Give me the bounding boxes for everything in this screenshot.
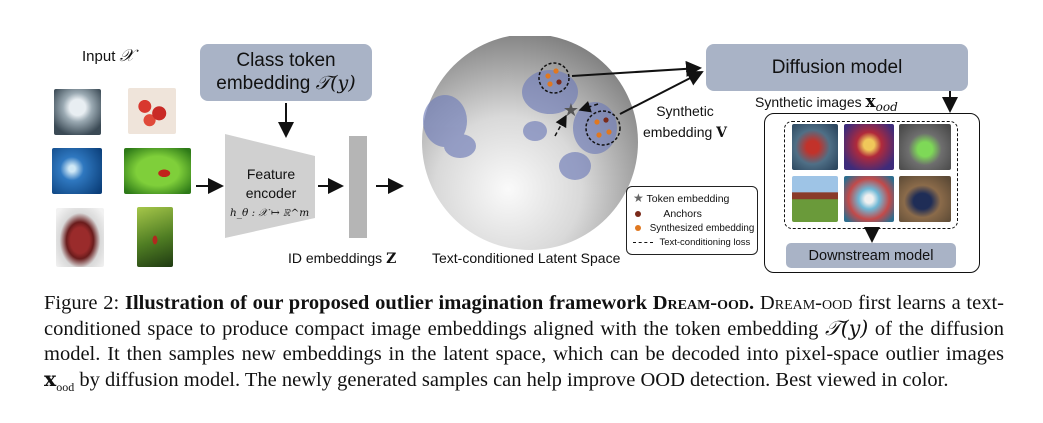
input-image-jellyfish-2 xyxy=(52,148,102,194)
legend-loss-label: Text-conditioning loss xyxy=(659,237,751,248)
legend-item-synthesized: Synthesized embedding xyxy=(635,223,754,234)
synthetic-image-3 xyxy=(899,124,951,170)
legend-item-loss: Text-conditioning loss xyxy=(633,237,750,248)
synthetic-images-label: Synthetic images xood xyxy=(755,92,898,114)
feature-encoder-label: Feature encoder xyxy=(236,165,306,203)
caption-symbol-x-sub: ood xyxy=(56,380,75,395)
synthetic-image-5 xyxy=(844,176,894,222)
legend-synthesized-label: Synthesized embedding xyxy=(649,223,755,234)
arrow-ring2-to-diffusion xyxy=(619,71,704,115)
downstream-model-label: Downstream model xyxy=(808,247,934,264)
synthetic-images-text: Synthetic images xyxy=(755,94,862,110)
synthetic-embedding-line2: embedding xyxy=(643,124,713,140)
synthetic-images-grid xyxy=(784,121,958,229)
synth-ring-2 xyxy=(585,110,621,146)
feature-encoder-formula: h_θ : 𝒳 ↦ ℝ^m xyxy=(230,207,310,219)
sphere-body xyxy=(422,36,638,250)
id-embeddings-text: ID embeddings xyxy=(288,250,383,266)
input-image-ladybug-stem xyxy=(137,207,173,267)
synthetic-embedding-label: Synthetic embedding V xyxy=(643,101,727,144)
feature-encoder-shape xyxy=(225,134,315,238)
caption-text-2: of the diffusion model. It then samples … xyxy=(44,318,1004,365)
caption-text-1: first learns a text-conditioned space to… xyxy=(44,292,1005,340)
input-label-text: Input xyxy=(82,48,116,65)
diffusion-arrows xyxy=(571,60,958,243)
feature-encoder-trapezoid xyxy=(225,134,315,238)
latent-space-label: Text-conditioned Latent Space xyxy=(432,250,621,266)
synthetic-image-1 xyxy=(792,124,838,170)
token-embedding-star: ★ xyxy=(563,100,579,120)
diffusion-model-box: Diffusion model xyxy=(706,44,968,91)
input-image-ladybug-leaf xyxy=(124,148,191,194)
synthesized-points xyxy=(545,68,612,138)
synthetic-images-subscript: ood xyxy=(875,99,898,114)
feature-encoder-line2: encoder xyxy=(245,185,297,201)
id-embeddings-symbol: Z xyxy=(386,251,397,267)
synthetic-images-symbol: x xyxy=(865,92,876,112)
caption-method-name: Dream-ood. xyxy=(652,292,755,314)
latent-space-sphere: ★ xyxy=(422,36,638,250)
pipeline-arrows xyxy=(196,103,404,194)
caption-prefix: Figure 2: xyxy=(44,292,125,314)
input-image-jellyfish-1 xyxy=(54,89,101,135)
legend-item-anchors: Anchors xyxy=(635,208,702,220)
caption-title: Illustration of our proposed outlier ima… xyxy=(125,292,754,314)
synthetic-image-2 xyxy=(844,124,894,170)
input-image-strawberry-bw xyxy=(56,208,104,267)
legend-token-label: Token embedding xyxy=(646,193,730,205)
synthetic-images-panel xyxy=(764,113,980,273)
id-embeddings-label: ID embeddings Z xyxy=(288,250,396,267)
synth-ring-1 xyxy=(538,62,570,94)
downstream-model-box: Downstream model xyxy=(786,243,956,268)
diffusion-model-label: Diffusion model xyxy=(771,56,903,78)
input-symbol: 𝒳 xyxy=(119,46,135,66)
input-image-strawberries xyxy=(128,88,176,134)
class-token-line2: embedding xyxy=(216,73,311,94)
synthetic-embedding-line1: Synthetic xyxy=(656,103,714,119)
embedding-clusters xyxy=(423,70,617,180)
synthetic-image-4 xyxy=(792,176,838,222)
input-label: Input 𝒳 xyxy=(82,46,134,66)
caption-title-text: Illustration of our proposed outlier ima… xyxy=(124,292,653,314)
synthetic-image-6 xyxy=(899,176,951,222)
legend: ★ Token embedding Anchors Synthesized em… xyxy=(626,186,758,255)
dashed-arrow-icon xyxy=(633,241,653,243)
id-embedding-bar xyxy=(349,136,367,238)
class-token-embedding-box: Class token embedding 𝒯(y) xyxy=(200,44,372,101)
star-icon: ★ xyxy=(633,191,644,205)
legend-anchors-label: Anchors xyxy=(663,208,702,220)
caption-method-name-2: Dream-ood xyxy=(759,292,853,314)
class-token-symbol: 𝒯(y) xyxy=(315,72,356,94)
figure-caption: Figure 2: Illustration of our proposed o… xyxy=(44,291,1004,400)
legend-item-token: ★ Token embedding xyxy=(633,191,729,205)
caption-symbol-x: x xyxy=(44,367,57,391)
conditioning-arrow-2 xyxy=(578,100,599,113)
anchor-dot-icon xyxy=(635,211,641,217)
arrow-ring1-to-diffusion xyxy=(571,60,702,77)
synthesized-dot-icon xyxy=(635,225,641,231)
class-token-line1: Class token xyxy=(236,50,336,71)
feature-encoder-line1: Feature xyxy=(246,166,296,182)
caption-text-3: by diffusion model. The newly generated … xyxy=(74,369,949,391)
conditioning-arrow-1 xyxy=(554,114,567,137)
framework-figure: Input 𝒳 Class token embedding 𝒯(y) Featu… xyxy=(52,36,980,273)
caption-symbol-ty: 𝒯(y) xyxy=(825,316,869,340)
synthetic-embedding-symbol: V xyxy=(716,125,728,141)
